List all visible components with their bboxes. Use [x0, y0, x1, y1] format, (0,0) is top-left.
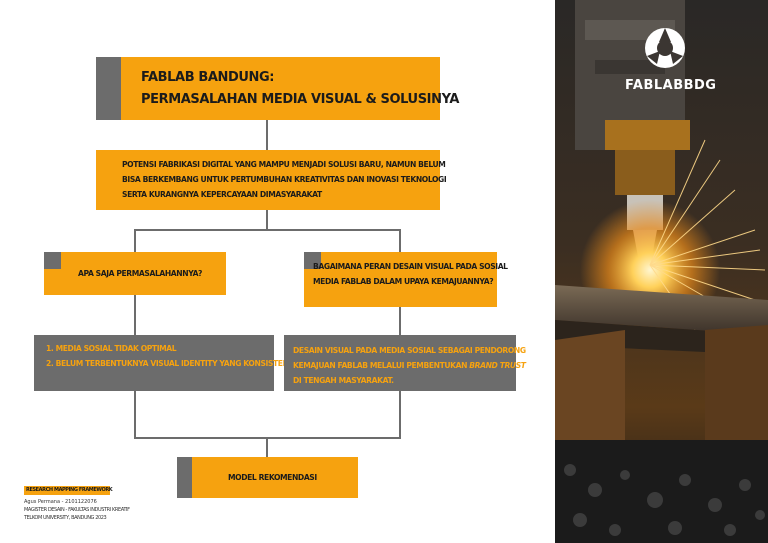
- footer-author: Agus Permana - 2101122076: [24, 499, 97, 505]
- problem-item-1: 1. MEDIA SOSIAL TIDAK OPTIMAL: [46, 344, 177, 353]
- footer-tag-text: RESEARCH MAPPING FRAMEWORK: [26, 487, 113, 493]
- connector-title-premise: [266, 120, 268, 150]
- premise-line-1: POTENSI FABRIKASI DIGITAL YANG MAMPU MEN…: [122, 160, 446, 169]
- title-box: FABLAB BANDUNG: PERMASALAHAN MEDIA VISUA…: [96, 57, 459, 120]
- solution-line-3: DI TENGAH MASYARAKAT.: [293, 376, 394, 385]
- photo-panel: FABLABBDG: [555, 0, 768, 543]
- question-left-box: APA SAJA PERMASALAHANNYA?: [44, 252, 226, 295]
- question-left-text: APA SAJA PERMASALAHANNYA?: [78, 269, 203, 278]
- title-line-1: FABLAB BANDUNG:: [141, 70, 275, 85]
- solution-brand-trust: BRAND TRUST: [469, 361, 526, 370]
- title-box-tab: [96, 57, 121, 120]
- fablab-logo-icon: [645, 28, 685, 68]
- connector-left-question-problems: [134, 295, 136, 335]
- footer-program: MAGISTER DESAIN - FAKULTAS INDUSTRI KREA…: [24, 507, 130, 513]
- question-right-box: BAGAIMANA PERAN DESAIN VISUAL PADA SOSIA…: [304, 252, 508, 307]
- recommendation-tab: [177, 457, 192, 498]
- problem-item-2: 2. BELUM TERBENTUKNYA VISUAL IDENTITY YA…: [46, 359, 289, 368]
- welding-photo: [555, 0, 768, 543]
- premise-line-2: BISA BERKEMBANG UNTUK PERTUMBUHAN KREATI…: [122, 175, 447, 184]
- question-left-tab: [44, 252, 61, 269]
- footer-university: TELKOM UNIVERSITY, BANDUNG 2023: [24, 515, 107, 521]
- question-right-tab: [304, 252, 321, 269]
- question-right-line-2: MEDIA FABLAB DALAM UPAYA KEMAJUANNYA?: [313, 277, 494, 286]
- footer-tag: RESEARCH MAPPING FRAMEWORK: [24, 486, 113, 495]
- logo-text: FABLABBDG: [625, 78, 717, 93]
- premise-box: POTENSI FABRIKASI DIGITAL YANG MAMPU MEN…: [96, 150, 447, 210]
- solution-line-2: KEMAJUAN FABLAB MELALUI PEMBENTUKAN BRAN…: [293, 361, 526, 370]
- recommendation-text: MODEL REKOMENDASI: [228, 473, 317, 482]
- connector-premise-split: [266, 210, 268, 230]
- connector-merge-recommendation: [266, 437, 268, 457]
- connector-split-horizontal: [134, 229, 401, 231]
- connector-left-merge-down: [134, 391, 136, 439]
- solution-line-1: DESAIN VISUAL PADA MEDIA SOSIAL SEBAGAI …: [293, 346, 526, 355]
- solution-line-2-text: KEMAJUAN FABLAB MELALUI PEMBENTUKAN: [293, 361, 470, 370]
- recommendation-box: MODEL REKOMENDASI: [177, 457, 358, 498]
- connector-right-question-solution: [399, 307, 401, 335]
- premise-line-3: SERTA KURANGNYA KEPERCAYAAN DIMASYARAKAT: [122, 190, 322, 199]
- question-right-line-1: BAGAIMANA PERAN DESAIN VISUAL PADA SOSIA…: [313, 262, 508, 271]
- title-line-2: PERMASALAHAN MEDIA VISUAL & SOLUSINYA: [141, 92, 460, 107]
- problems-box: 1. MEDIA SOSIAL TIDAK OPTIMAL 2. BELUM T…: [34, 335, 289, 391]
- connector-right-merge-down: [399, 391, 401, 439]
- connector-split-right-down: [399, 229, 401, 253]
- solution-box: DESAIN VISUAL PADA MEDIA SOSIAL SEBAGAI …: [284, 335, 526, 391]
- connector-split-left-down: [134, 229, 136, 253]
